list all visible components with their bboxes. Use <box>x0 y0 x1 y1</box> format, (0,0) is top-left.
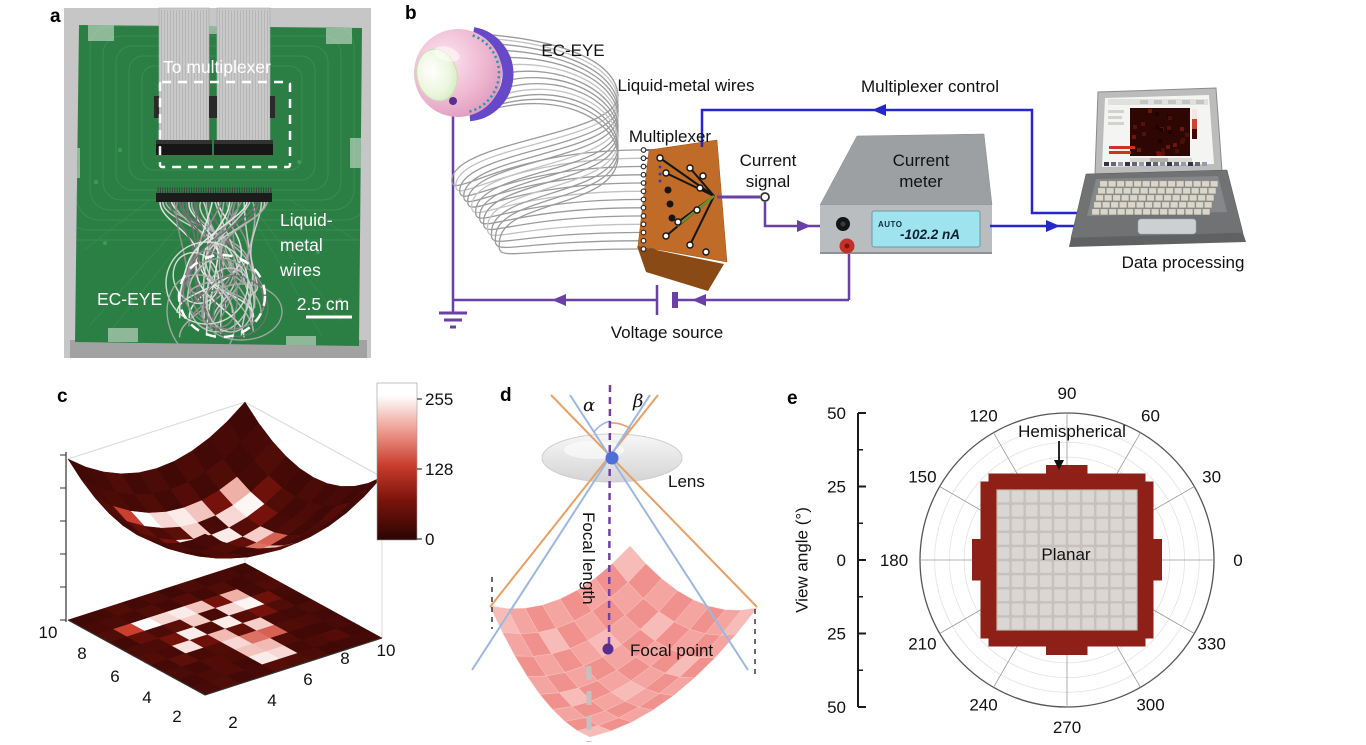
panel-c-3d-plot: 10 8 6 4 2 2 4 6 8 10 255 128 0 <box>39 382 453 732</box>
label-scale-bar: 2.5 cm <box>296 294 350 314</box>
label-ec-eye-b: EC-EYE <box>541 41 605 60</box>
label-hemispherical: Hemispherical <box>1018 422 1126 441</box>
panel-c-letter: c <box>57 386 68 407</box>
panel-e-polar-plot: 50 25 0 25 50 0 30 60 90 120 150 180 210 240 270 300 330 <box>827 384 1243 737</box>
label-liquid: Liquid- <box>280 210 333 230</box>
colorbar <box>376 382 418 541</box>
svg-text:0: 0 <box>837 551 846 570</box>
label-wires: wires <box>280 260 321 280</box>
panel-a-letter: a <box>50 6 61 27</box>
label-current-meter-line1: Current <box>892 151 950 170</box>
lens-center-dot <box>605 451 619 465</box>
panel-d-lens-diagram <box>471 384 758 742</box>
multiplexer-chip <box>637 139 728 291</box>
laptop <box>1069 87 1246 247</box>
panel-b-diagram <box>414 27 1246 329</box>
label-signal: signal <box>745 172 791 191</box>
label-current-meter: Current meter <box>893 150 950 192</box>
svg-text:10: 10 <box>377 641 396 660</box>
label-current: Current <box>739 151 797 170</box>
label-liquid-metal-wires-a: Liquid- metal wires <box>280 208 333 283</box>
ribbon-cable <box>212 7 275 155</box>
svg-text:4: 4 <box>142 688 151 707</box>
panel-b-letter: b <box>405 3 417 24</box>
planar-region <box>996 489 1138 631</box>
dashed-box-connectors <box>158 80 292 169</box>
svg-text:120: 120 <box>969 406 997 425</box>
svg-text:6: 6 <box>110 667 119 686</box>
ec-eye-eyeball <box>414 27 514 122</box>
meter-display <box>871 210 981 248</box>
svg-text:2: 2 <box>172 707 181 726</box>
optical-axis <box>607 384 612 646</box>
svg-text:30: 30 <box>1202 468 1221 487</box>
svg-text:4: 4 <box>267 691 276 710</box>
panel-a-photo <box>64 7 371 358</box>
svg-text:90: 90 <box>1058 384 1077 403</box>
dashed-circle-ec-eye <box>177 253 267 339</box>
svg-text:50: 50 <box>827 404 846 423</box>
svg-text:6: 6 <box>303 670 312 689</box>
label-lens: Lens <box>668 472 705 491</box>
meter-reading-text: -102.2 nA <box>899 227 961 242</box>
svg-text:255: 255 <box>425 390 453 409</box>
svg-text:270: 270 <box>1053 718 1081 737</box>
svg-text:10: 10 <box>39 623 58 642</box>
svg-text:128: 128 <box>425 460 453 479</box>
svg-text:240: 240 <box>969 696 997 715</box>
label-focal-length: Focal length <box>579 512 598 605</box>
label-beta: β <box>633 391 644 412</box>
label-current-meter-line2: meter <box>899 172 943 191</box>
label-planar: Planar <box>1041 545 1091 564</box>
svg-text:0: 0 <box>425 530 434 549</box>
label-multiplexer-control: Multiplexer control <box>861 77 999 96</box>
label-voltage-source: Voltage source <box>610 323 724 342</box>
svg-text:150: 150 <box>908 468 936 487</box>
current-signal-line <box>717 192 836 232</box>
svg-text:2: 2 <box>228 713 237 732</box>
label-ec-eye-a: EC-EYE <box>97 289 163 309</box>
current-meter <box>819 133 993 254</box>
label-liquid-metal-wires-b: Liquid-metal wires <box>617 76 755 95</box>
label-metal: metal <box>280 235 323 255</box>
laptop-trackpad <box>1137 218 1197 235</box>
svg-text:8: 8 <box>77 644 86 663</box>
liquid-metal-wire-bundle <box>159 201 283 346</box>
view-angle-axis: 50 25 0 25 50 <box>827 404 866 717</box>
svg-text:25: 25 <box>827 625 846 644</box>
focal-point-dot <box>602 643 614 655</box>
label-multiplexer: Multiplexer <box>628 127 712 146</box>
svg-text:50: 50 <box>827 698 846 717</box>
label-view-angle-axis: View angle (°) <box>792 507 812 613</box>
svg-text:60: 60 <box>1141 406 1160 425</box>
svg-text:210: 210 <box>908 635 936 654</box>
svg-text:0: 0 <box>1233 551 1242 570</box>
label-alpha: α <box>583 395 596 416</box>
svg-text:180: 180 <box>880 551 908 570</box>
panel-d-letter: d <box>500 385 512 406</box>
voltage-source-circuit <box>439 103 851 329</box>
label-to-multiplexer: To multiplexer <box>163 57 271 77</box>
panel-e-letter: e <box>787 388 798 409</box>
svg-text:8: 8 <box>340 649 349 668</box>
svg-text:330: 330 <box>1197 635 1225 654</box>
label-current-signal: Current signal <box>740 150 797 192</box>
panel-c-axes <box>60 452 383 696</box>
meter-mode-text: AUTO <box>878 220 903 229</box>
eye-lens <box>416 48 458 102</box>
label-focal-point: Focal point <box>630 641 714 660</box>
svg-text:25: 25 <box>827 478 846 497</box>
label-data-processing: Data processing <box>1121 253 1245 272</box>
svg-text:300: 300 <box>1136 696 1164 715</box>
